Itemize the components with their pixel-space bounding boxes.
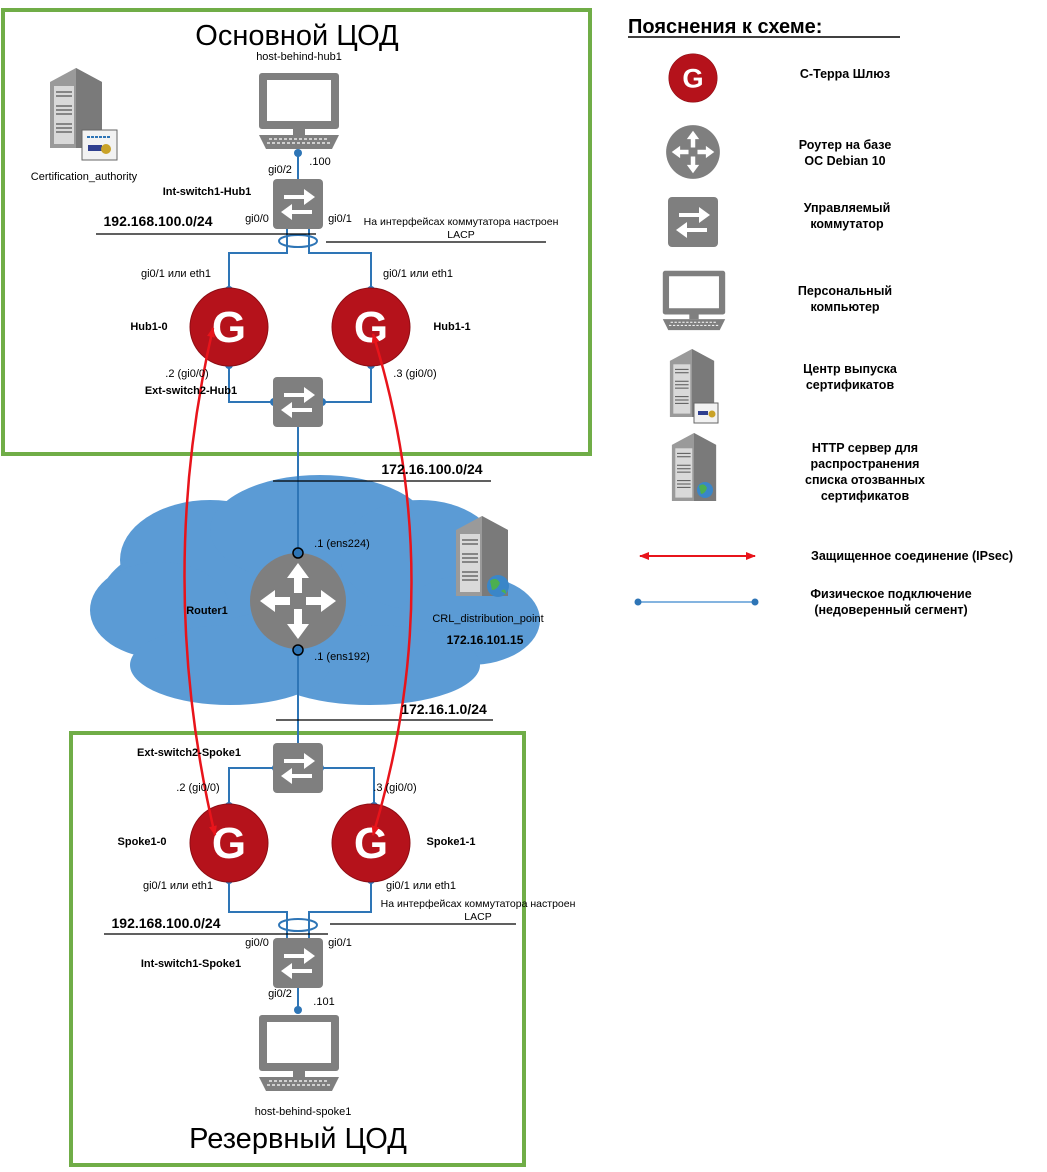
legend-title: Пояснения к схеме: (628, 16, 822, 38)
legend-http-label-1: HTTP сервер для (812, 441, 918, 455)
router-top-port-label: .1 (ens224) (314, 538, 370, 550)
lacp-oval-spoke (278, 918, 318, 932)
int-switch1-spoke1-icon (271, 936, 325, 990)
spoke1-1-gateway-icon (331, 803, 411, 883)
hub-switch-gi02-label: gi0/2 (268, 164, 292, 176)
hub0-top-port-label: gi0/1 или eth1 (141, 268, 211, 280)
lacp-note-spoke-line1: На интерфейсах коммутатора настроен (381, 898, 576, 910)
ipsec-tunnel-hub1-spoke1 (371, 333, 413, 836)
hub1-0-label: Hub1-0 (130, 321, 167, 333)
hub1-bottom-port-label: .3 (gi0/0) (393, 368, 436, 380)
host-behind-spoke1-pc-icon (258, 1014, 340, 1092)
router-port-top (292, 547, 304, 559)
router-port-bottom (292, 644, 304, 656)
int-switch1-hub1-icon (271, 177, 325, 231)
spoke0-bottom-port-label: gi0/1 или eth1 (143, 880, 213, 892)
cloud (90, 475, 540, 705)
int-switch1-hub1-label: Int-switch1-Hub1 (163, 186, 252, 198)
legend-ca-label-1: Центр выпуска (803, 362, 898, 376)
ext-switch2-hub1-label: Ext-switch2-Hub1 (145, 385, 237, 397)
certification-authority-label: Certification_authority (31, 171, 138, 183)
spoke0-top-port-label: .2 (gi0/0) (176, 782, 219, 794)
legend-pc-label-2: компьютер (810, 300, 879, 314)
int-switch1-spoke1-label: Int-switch1-Spoke1 (141, 958, 241, 970)
legend-gateway-label: С-Терра Шлюз (800, 67, 890, 81)
ext-switch2-spoke1-icon (271, 741, 325, 795)
hub1-0-gateway-icon (189, 287, 269, 367)
legend-http-label-2: распространения (811, 457, 920, 471)
lan-hub-network-label: 192.168.100.0/24 (104, 213, 213, 229)
backup-dc-title: Резервный ЦОД (189, 1123, 407, 1155)
ipsec-tunnel-hub0-spoke0 (183, 327, 217, 836)
crl-distribution-point-label: CRL_distribution_point (432, 613, 543, 625)
spoke1-bottom-port-label: gi0/1 или eth1 (386, 880, 456, 892)
host-behind-hub1-label: host-behind-hub1 (256, 51, 342, 63)
spoke1-1-label: Spoke1-1 (427, 836, 476, 848)
legend-switch-label-1: Управляемый (804, 201, 891, 215)
host-behind-hub1-pc-icon (258, 72, 340, 150)
router-bottom-port-label: .1 (ens192) (314, 651, 370, 663)
primary-dc-title: Основной ЦОД (195, 20, 399, 52)
hub-switch-gi01-label: gi0/1 (328, 213, 352, 225)
hub1-top-port-label: gi0/1 или eth1 (383, 268, 453, 280)
legend-http-label-3: списка отозванных (805, 473, 925, 487)
legend-ca-label-2: сертификатов (806, 378, 895, 392)
legend-physical-label-1: Физическое подключение (810, 587, 971, 601)
wan-hub-network-label: 172.16.100.0/24 (381, 461, 482, 477)
legend-http-label-4: сертификатов (821, 489, 910, 503)
legend-globe-icon (697, 482, 713, 498)
legend-certificate-icon (693, 402, 719, 424)
legend-ipsec-label: Защищенное соединение (IPsec) (811, 549, 1013, 563)
spoke1-top-port-label: .3 (gi0/0) (373, 782, 416, 794)
lacp-note-spoke-line2: LACP (464, 911, 491, 923)
legend-switch-icon (666, 195, 720, 249)
host-behind-spoke1-label: host-behind-spoke1 (255, 1106, 352, 1118)
legend-router-label-1: Роутер на базе (799, 138, 892, 152)
spoke-host-ip-label: .101 (313, 996, 334, 1008)
legend-physical-label-2: (недоверенный сегмент) (814, 603, 967, 617)
lacp-note-hub-line1: На интерфейсах коммутатора настроен (364, 216, 559, 228)
legend-router-label-2: ОС Debian 10 (804, 154, 885, 168)
spoke-switch-gi02-label: gi0/2 (268, 988, 292, 1000)
primary-dc-zone (1, 8, 592, 456)
hub1-1-label: Hub1-1 (433, 321, 470, 333)
ext-switch2-spoke1-label: Ext-switch2-Spoke1 (137, 747, 241, 759)
legend-gateway-icon (668, 53, 718, 103)
segment-lines (96, 233, 546, 935)
globe-icon (487, 575, 509, 597)
spoke1-0-label: Spoke1-0 (118, 836, 167, 848)
spoke-switch-gi00-label: gi0/0 (245, 937, 269, 949)
certificate-icon (81, 129, 118, 161)
hub1-1-gateway-icon (331, 287, 411, 367)
spoke1-0-gateway-icon (189, 803, 269, 883)
hub-switch-gi00-label: gi0/0 (245, 213, 269, 225)
ext-switch2-hub1-icon (271, 375, 325, 429)
lan-spoke-network-label: 192.168.100.0/24 (112, 915, 221, 931)
hub-host-ip-label: .100 (309, 156, 330, 168)
legend-pc-icon (662, 270, 726, 331)
lacp-oval-hub (278, 234, 318, 248)
lacp-note-hub-line2: LACP (447, 229, 474, 241)
spoke-switch-gi01-label: gi0/1 (328, 937, 352, 949)
router1-label: Router1 (186, 605, 228, 617)
legend-pc-label-1: Персональный (798, 284, 892, 298)
hub0-bottom-port-label: .2 (gi0/0) (165, 368, 208, 380)
router1-icon (250, 553, 346, 649)
crl-ip-label: 172.16.101.15 (447, 633, 524, 647)
legend-switch-label-2: коммутатор (810, 217, 884, 231)
legend: Пояснения к схеме: С-Терра Шлюз Роутер н… (628, 16, 1013, 617)
legend-router-icon (666, 125, 720, 179)
wan-spoke-network-label: 172.16.1.0/24 (401, 701, 487, 717)
